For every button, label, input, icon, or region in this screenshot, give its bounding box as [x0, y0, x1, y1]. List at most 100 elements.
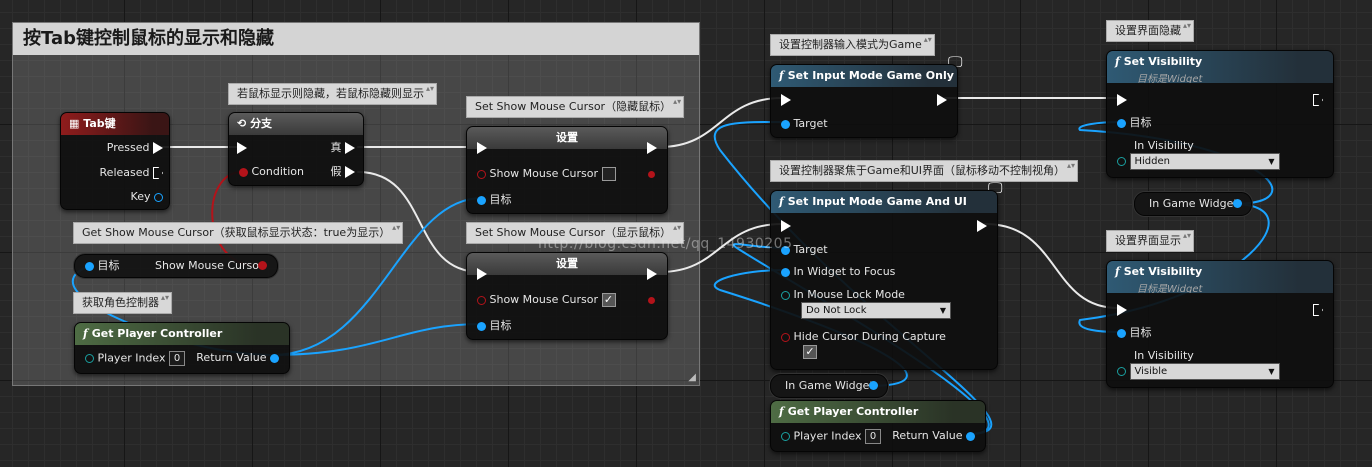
- exec-in-icon[interactable]: [1117, 304, 1127, 316]
- condition-pin[interactable]: Condition: [239, 165, 304, 179]
- exec-out-hollow-icon[interactable]: [1313, 304, 1323, 316]
- player-index-input[interactable]: 0: [865, 429, 882, 444]
- set-show-exec-out[interactable]: [647, 267, 657, 281]
- struct-pin-icon[interactable]: [154, 192, 163, 202]
- object-pin-icon[interactable]: [781, 267, 790, 277]
- vis-show-visibility-pin[interactable]: In Visibility: [1117, 349, 1194, 363]
- exec-out-icon[interactable]: [647, 142, 657, 154]
- set-show-show-cursor-pin[interactable]: Show Mouse Cursor ✓: [477, 293, 616, 307]
- pressed-pin[interactable]: Pressed: [107, 141, 163, 155]
- exec-in-icon[interactable]: [237, 142, 247, 154]
- vis-show-target-pin[interactable]: 目标: [1117, 326, 1152, 340]
- bool-pin-icon[interactable]: [477, 295, 486, 305]
- object-pin-icon[interactable]: [477, 195, 486, 205]
- branch-false-pin[interactable]: 假: [331, 165, 355, 179]
- hide-cursor-pin[interactable]: Hide Cursor During Capture: [781, 330, 946, 344]
- show-cursor-checkbox[interactable]: ✓: [601, 293, 616, 307]
- return-value-pin[interactable]: Return Value: [892, 429, 975, 443]
- enum-pin-icon[interactable]: [1117, 366, 1126, 376]
- set-hide-exec-out[interactable]: [647, 141, 657, 155]
- comment-title[interactable]: 按Tab键控制鼠标的显示和隐藏: [13, 23, 699, 55]
- set-hide-exec-in[interactable]: [477, 141, 487, 155]
- object-pin-icon[interactable]: [1117, 328, 1126, 338]
- set-show-cursor-hide-node[interactable]: 设置 Show Mouse Cursor 目标: [466, 126, 668, 214]
- exec-out-icon[interactable]: [345, 166, 355, 178]
- player-index-input[interactable]: 0: [169, 351, 186, 366]
- resize-grip-icon[interactable]: ◢: [688, 372, 696, 383]
- exec-out-icon[interactable]: [647, 268, 657, 280]
- input-game-ui-exec-out[interactable]: [977, 219, 987, 233]
- input-game-ui-exec-in[interactable]: [781, 219, 791, 233]
- exec-out-hollow-icon[interactable]: [1313, 94, 1323, 106]
- player-index-pin[interactable]: Player Index 0: [85, 351, 186, 366]
- vis-show-exec-out[interactable]: [1313, 303, 1323, 317]
- set-show-out-pin[interactable]: [648, 293, 655, 307]
- exec-out-icon[interactable]: [977, 220, 987, 232]
- set-hide-out-pin[interactable]: [648, 167, 655, 181]
- input-game-target-pin[interactable]: Target: [781, 117, 828, 131]
- vis-show-exec-in[interactable]: [1117, 303, 1127, 317]
- bool-out-icon[interactable]: [258, 261, 267, 270]
- lock-mode-dropdown-wrap[interactable]: Do Not Lock ▼: [801, 302, 951, 319]
- exec-in-icon[interactable]: [781, 220, 791, 232]
- get-show-mouse-cursor-node[interactable]: 目标 Show Mouse Cursor: [74, 254, 278, 278]
- vis-hide-exec-in[interactable]: [1117, 93, 1127, 107]
- vis-hide-target-pin[interactable]: 目标: [1117, 116, 1152, 130]
- enum-pin-icon[interactable]: [781, 290, 790, 300]
- set-hide-target-pin[interactable]: 目标: [477, 193, 512, 207]
- enum-pin-icon[interactable]: [1117, 156, 1126, 166]
- exec-out-hollow-icon[interactable]: [153, 167, 163, 179]
- return-value-pin[interactable]: Return Value: [196, 351, 279, 365]
- object-out-icon[interactable]: [966, 431, 975, 441]
- vis-hide-exec-out[interactable]: [1313, 93, 1323, 107]
- vis-show-dropdown-wrap[interactable]: Visible ▼: [1117, 363, 1280, 380]
- vis-hide-visibility-pin[interactable]: In Visibility: [1117, 139, 1194, 153]
- object-pin-icon[interactable]: [477, 321, 486, 331]
- exec-in-icon[interactable]: [781, 94, 791, 106]
- bool-out-icon[interactable]: [648, 170, 655, 178]
- in-game-widget-variable-2[interactable]: In Game Widget: [770, 374, 888, 398]
- input-game-exec-out[interactable]: [937, 93, 947, 107]
- bool-pin-icon[interactable]: [781, 332, 790, 342]
- exec-in-icon[interactable]: [1117, 94, 1127, 106]
- int-pin-icon[interactable]: [781, 432, 790, 441]
- exec-in-icon[interactable]: [477, 268, 487, 280]
- object-out-icon[interactable]: [270, 353, 279, 363]
- branch-exec-in[interactable]: [237, 141, 247, 155]
- hide-cursor-checkbox-wrap[interactable]: ✓: [803, 345, 817, 359]
- int-pin-icon[interactable]: [85, 354, 94, 363]
- bool-pin-icon[interactable]: [239, 167, 248, 177]
- hide-cursor-checkbox[interactable]: ✓: [803, 345, 817, 359]
- bool-pin-icon[interactable]: [477, 169, 486, 179]
- exec-out-icon[interactable]: [345, 142, 355, 154]
- player-index-pin[interactable]: Player Index 0: [781, 429, 882, 444]
- exec-out-icon[interactable]: [937, 94, 947, 106]
- set-show-cursor-show-node[interactable]: 设置 Show Mouse Cursor ✓ 目标: [466, 252, 668, 340]
- key-pin[interactable]: Key: [131, 190, 163, 204]
- show-cursor-checkbox[interactable]: [601, 167, 616, 181]
- vis-hide-dropdown-wrap[interactable]: Hidden ▼: [1117, 153, 1280, 170]
- exec-out-icon[interactable]: [153, 142, 163, 154]
- exec-in-icon[interactable]: [477, 142, 487, 154]
- object-pin-icon[interactable]: [781, 119, 790, 129]
- set-show-exec-in[interactable]: [477, 267, 487, 281]
- tab-key-event-node[interactable]: ▦ Tab键 Pressed Released Key: [60, 112, 170, 210]
- branch-true-pin[interactable]: 真: [331, 141, 355, 155]
- lock-mode-pin[interactable]: In Mouse Lock Mode: [781, 288, 905, 302]
- branch-node[interactable]: ⟲ 分支 真 Condition 假: [228, 112, 364, 186]
- bool-out-icon[interactable]: [648, 296, 655, 304]
- set-show-target-pin[interactable]: 目标: [477, 319, 512, 333]
- object-out-icon[interactable]: [869, 381, 878, 390]
- object-out-icon[interactable]: [1233, 199, 1242, 208]
- visibility-dropdown[interactable]: Hidden ▼: [1129, 153, 1280, 170]
- lock-mode-dropdown[interactable]: Do Not Lock ▼: [801, 302, 951, 319]
- input-game-exec-in[interactable]: [781, 93, 791, 107]
- released-pin[interactable]: Released: [100, 166, 163, 180]
- object-pin-icon[interactable]: [1117, 118, 1126, 128]
